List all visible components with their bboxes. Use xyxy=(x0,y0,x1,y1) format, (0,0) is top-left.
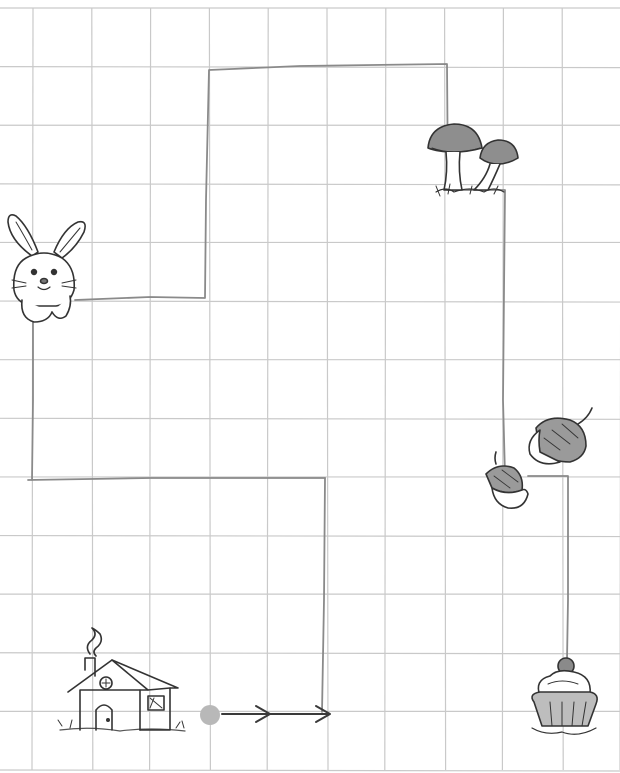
path-left-wall xyxy=(32,318,33,480)
start-dot xyxy=(200,705,220,725)
